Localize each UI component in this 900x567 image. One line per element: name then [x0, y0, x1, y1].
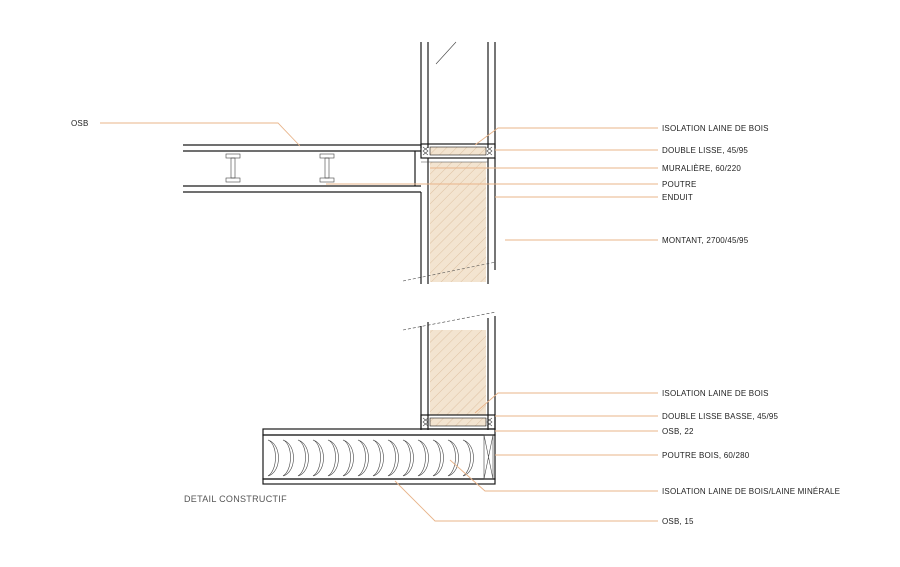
label-osb-15: OSB, 15: [662, 517, 694, 526]
label-double-lisse-basse: DOUBLE LISSE BASSE, 45/95: [662, 412, 779, 421]
drawing-title: DETAIL CONSTRUCTIF: [184, 494, 287, 504]
montant-upper: [402, 158, 497, 284]
floor-slab: [183, 144, 422, 284]
label-double-lisse: DOUBLE LISSE, 45/95: [662, 146, 748, 155]
leader-lines: [100, 122, 658, 522]
label-montant: MONTANT, 2700/45/95: [662, 236, 749, 245]
label-osb-22: OSB, 22: [662, 427, 694, 436]
label-isolation-bottom: ISOLATION LAINE DE BOIS: [662, 389, 769, 398]
montant-lower: [402, 311, 497, 430]
label-isolation-floor: ISOLATION LAINE DE BOIS/LAINE MINÉRALE: [662, 487, 840, 496]
joist-2: [319, 153, 335, 183]
label-muraliere: MURALIÈRE, 60/220: [662, 164, 741, 173]
upper-wall: [420, 41, 496, 148]
joist-1: [225, 153, 241, 183]
double-lisse-upper: [420, 143, 496, 159]
label-poutre-bois: POUTRE BOIS, 60/280: [662, 451, 750, 460]
floor-cassette: [262, 428, 496, 485]
label-enduit: ENDUIT: [662, 193, 693, 202]
label-osb: OSB: [71, 119, 89, 128]
double-lisse-lower: [420, 414, 496, 430]
label-poutre: POUTRE: [662, 180, 697, 189]
label-isolation-top: ISOLATION LAINE DE BOIS: [662, 124, 769, 133]
